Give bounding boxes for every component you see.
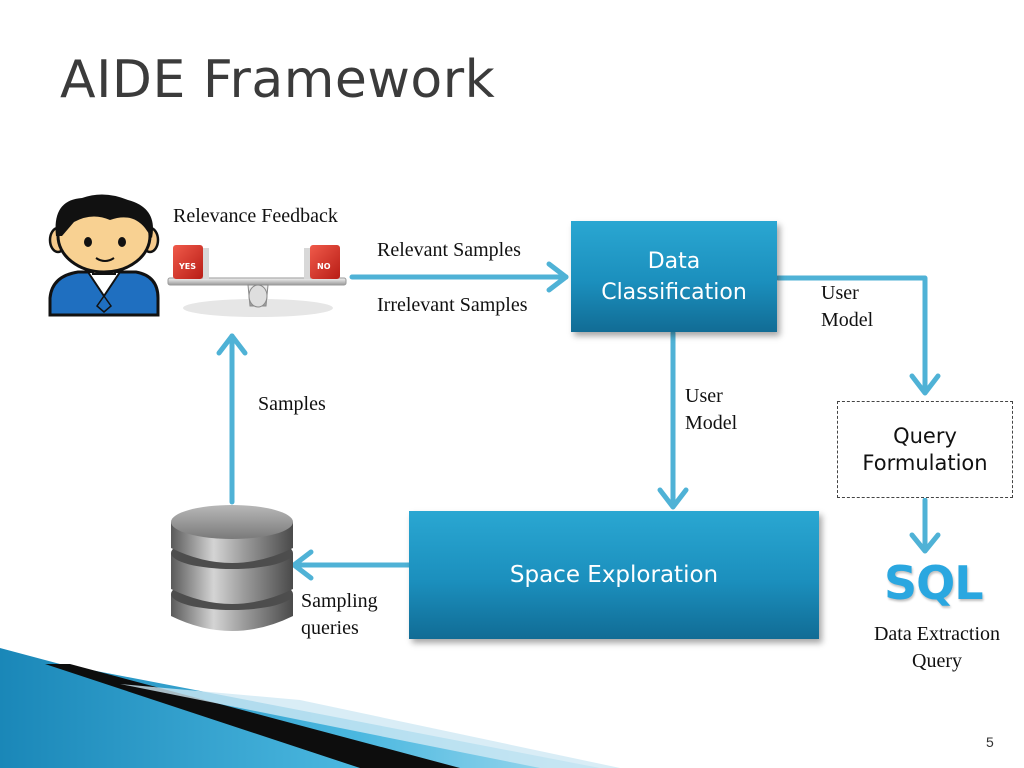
- arrowhead-sql: [909, 532, 941, 554]
- relevant-samples-label: Relevant Samples: [377, 239, 521, 261]
- data-classification-box: Data Classification: [571, 221, 777, 332]
- sampling-queries-label: Sampling queries: [301, 590, 378, 639]
- arrowhead-database: [291, 549, 314, 581]
- samples-label: Samples: [258, 393, 326, 415]
- arrowhead-feedback: [216, 333, 248, 356]
- relevance-feedback-label: Relevance Feedback: [173, 205, 338, 227]
- query-formulation-box: Query Formulation: [837, 401, 1013, 498]
- scale-yes-label: YES: [178, 262, 196, 271]
- sql-logo-icon: SQL: [884, 556, 984, 610]
- page-number: 5: [986, 734, 994, 750]
- space-exploration-box: Space Exploration: [409, 511, 819, 639]
- arrowhead-classification: [546, 261, 569, 293]
- scale-no-label: NO: [317, 262, 331, 271]
- arrowhead-query-formulation: [909, 373, 941, 396]
- slide-title: AIDE Framework: [60, 50, 496, 110]
- arrowhead-exploration: [657, 487, 689, 510]
- data-extraction-query-label: Data Extraction Query: [873, 623, 1001, 672]
- user-model-label-right: User Model: [821, 282, 874, 331]
- user-model-label-middle: User Model: [685, 385, 738, 434]
- arrow-classification-to-query-formulation: [775, 275, 928, 395]
- irrelevant-samples-label: Irrelevant Samples: [377, 294, 528, 316]
